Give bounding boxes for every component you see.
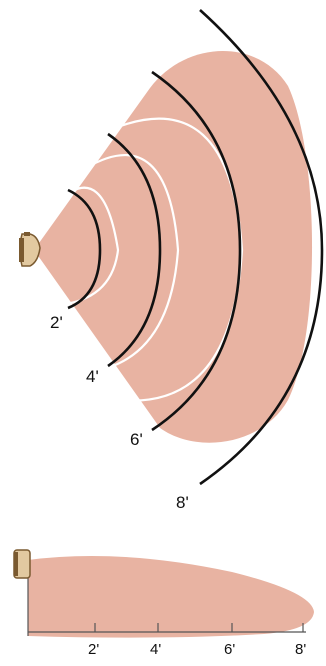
axis-label-6ft: 6'	[224, 641, 235, 658]
range-label-8ft: 8'	[176, 493, 189, 512]
side-view-detection-field	[28, 556, 314, 638]
axis-label-8ft: 8'	[295, 641, 306, 658]
axis-label-4ft: 4'	[150, 641, 161, 658]
top-view: 2' 4' 6' 8'	[19, 10, 322, 512]
side-view: 2' 4' 6' 8'	[14, 550, 314, 658]
range-label-2ft: 2'	[50, 313, 63, 332]
axis-label-2ft: 2'	[88, 641, 99, 658]
top-view-detection-field	[34, 51, 312, 443]
sensor-icon	[19, 232, 40, 266]
side-sensor-icon	[14, 550, 30, 578]
range-label-4ft: 4'	[86, 367, 99, 386]
range-label-6ft: 6'	[130, 430, 143, 449]
